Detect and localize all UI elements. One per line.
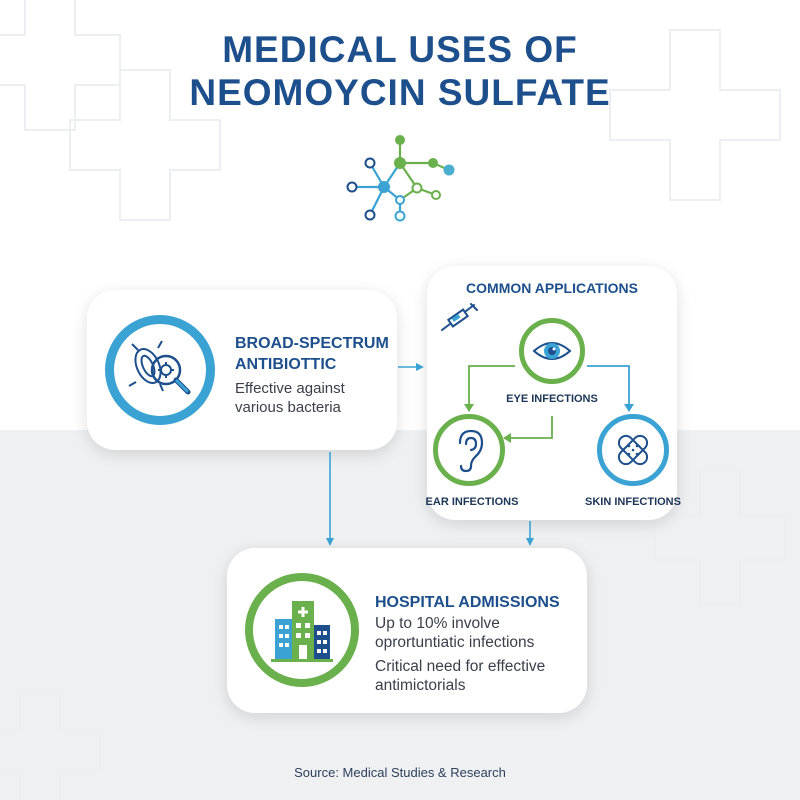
- hospital-desc-line-3: Critical need for effective: [375, 658, 546, 675]
- title-line-1: MEDICAL USES OF: [222, 29, 578, 70]
- broad-spectrum-desc-line-1: Effective against: [235, 380, 345, 397]
- hospital-icon: [245, 573, 359, 687]
- hospital-admissions-title: HOSPITAL ADMISSIONS: [375, 594, 560, 611]
- title-line-2: NEOMOYCIN SULFATE: [189, 72, 611, 113]
- skin-infections-label: SKIN INFECTIONS: [585, 496, 681, 508]
- hospital-desc-line-1: Up to 10% involve: [375, 615, 500, 632]
- bandage-icon: [597, 414, 669, 486]
- ear-icon: [433, 414, 505, 486]
- broad-spectrum-title-line-1: BROAD-SPECTRUM: [235, 335, 389, 352]
- broad-spectrum-title: BROAD-SPECTRUM ANTIBIOTTIC: [235, 333, 389, 375]
- common-applications-title: COMMON APPLICATIONS: [466, 280, 638, 296]
- applications-arrows: [464, 365, 634, 443]
- broad-spectrum-desc-line-2: various bacteria: [235, 399, 341, 416]
- common-applications-card: COMMON APPLICATIONS EYE INFECTIONS: [426, 266, 681, 520]
- bacteria-magnifier-icon: [105, 315, 215, 425]
- hospital-admissions-card: HOSPITAL ADMISSIONS Up to 10% involve op…: [227, 548, 587, 713]
- ear-infections-label: EAR INFECTIONS: [425, 496, 519, 508]
- page-title: MEDICAL USES OF NEOMOYCIN SULFATE: [0, 28, 800, 114]
- broad-spectrum-title-line-2: ANTIBIOTTIC: [235, 356, 337, 373]
- broad-spectrum-description: Effective against various bacteria: [235, 379, 345, 417]
- broad-spectrum-card: BROAD-SPECTRUM ANTIBIOTTIC Effective aga…: [87, 290, 397, 450]
- syringe-icon: [441, 303, 478, 331]
- eye-infections-label: EYE INFECTIONS: [506, 393, 598, 405]
- eye-icon: [519, 318, 585, 384]
- source-note: Source: Medical Studies & Research: [294, 765, 506, 780]
- hospital-desc-line-2: oprortuntiatic infections: [375, 634, 535, 651]
- hospital-desc-line-4: antimictorials: [375, 677, 466, 694]
- molecule-icon: [346, 135, 455, 222]
- hospital-admissions-description: Up to 10% involve oprortuntiatic infecti…: [375, 614, 545, 695]
